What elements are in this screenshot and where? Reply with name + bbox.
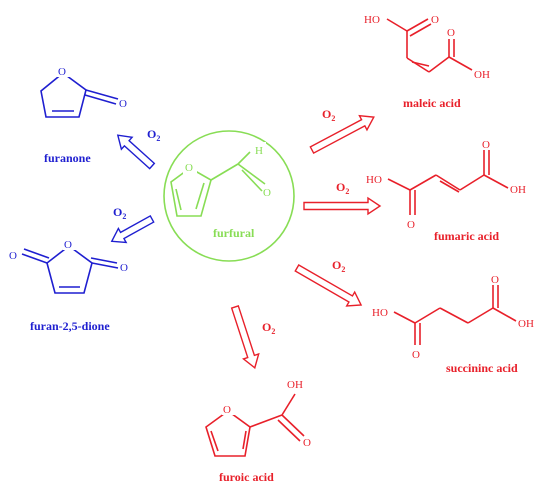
reagent-label-furanone: O2 [147,127,160,143]
furoic-hydroxyl: OH [287,379,303,391]
maleic-acid-molecule [386,18,473,73]
furfural-circle [163,130,295,262]
fumaric-right-hydroxyl: OH [510,184,526,196]
furfural-label: furfural [213,226,255,240]
fumaric-left-hydroxyl: HO [366,174,382,186]
succinic-left-carbonyl-oxygen: O [412,349,420,361]
furanone-label: furanone [44,151,91,165]
furandione-label: furan-2,5-dione [30,319,110,333]
reagent-label-maleic: O2 [322,107,335,123]
furfural-ring [170,167,212,217]
arrow-to-succinic [294,264,363,307]
fumaric-acid-molecule [387,150,509,215]
furandione-ring-oxygen: O [64,239,72,251]
arrow-to-furoic [230,305,260,370]
furoic-ring-oxygen: O [223,404,231,416]
furfural-molecule [163,130,295,262]
succinic-right-hydroxyl: OH [518,318,534,330]
arrow-to-furanone [116,134,156,170]
succinic-right-carbonyl-oxygen: O [491,274,499,286]
succinic-acid-molecule [393,285,517,345]
furandione-molecule [21,244,119,294]
furfural-aldehyde-hydrogen: H [255,145,263,157]
reagent-label-furandione: O2 [113,205,126,221]
maleic-left-carbonyl-oxygen: O [431,14,439,26]
reagent-label-succinic: O2 [332,258,345,274]
fumaric-acid-label: fumaric acid [434,229,499,243]
furanone-ring-oxygen: O [58,66,66,78]
furandione-right-oxygen: O [120,262,128,274]
furfural-aldehyde-oxygen: O [263,187,271,199]
furandione-left-oxygen: O [9,250,17,262]
furfural-ring-oxygen: O [185,162,193,174]
succinic-acid-label: succininc acid [446,361,518,375]
fumaric-left-carbonyl-oxygen: O [407,219,415,231]
maleic-acid-label: maleic acid [403,96,461,110]
furanone-carbonyl-oxygen: O [119,98,127,110]
furoic-carbonyl-oxygen: O [303,437,311,449]
furoic-acid-molecule [205,393,305,457]
reagent-label-fumaric: O2 [336,180,349,196]
furanone-molecule [40,71,119,118]
maleic-left-hydroxyl: HO [364,14,380,26]
fumaric-right-carbonyl-oxygen: O [482,139,490,151]
arrow-to-fumaric [303,196,382,216]
arrow-to-maleic [309,114,375,155]
maleic-right-hydroxyl: OH [474,69,490,81]
furoic-acid-label: furoic acid [219,470,274,484]
maleic-right-carbonyl-oxygen: O [447,27,455,39]
succinic-left-hydroxyl: HO [372,307,388,319]
reagent-label-furoic: O2 [262,320,275,336]
arrow-to-furandione [110,214,155,244]
